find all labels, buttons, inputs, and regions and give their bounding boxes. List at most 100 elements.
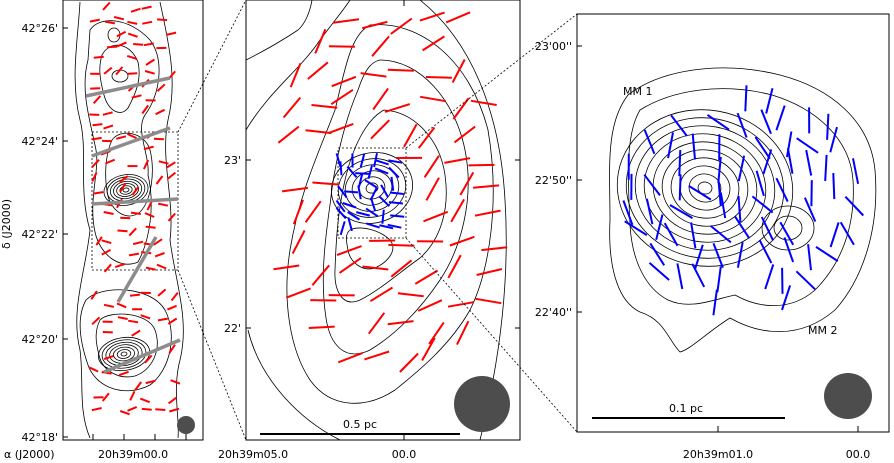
contour bbox=[609, 67, 877, 353]
polarization-vector bbox=[367, 164, 373, 180]
zoom-box-middle bbox=[337, 147, 407, 239]
source-label-mm1: MM 1 bbox=[623, 85, 652, 98]
polarization-vector bbox=[474, 209, 501, 217]
polarization-vector bbox=[128, 252, 140, 257]
polarization-vector bbox=[119, 175, 129, 183]
polarization-vector bbox=[421, 337, 436, 361]
contour bbox=[79, 289, 172, 392]
polarization-vector bbox=[805, 149, 813, 176]
contour bbox=[627, 88, 854, 307]
polarization-vector bbox=[116, 302, 127, 309]
polarization-vector bbox=[378, 195, 391, 207]
contour bbox=[95, 313, 158, 378]
polarization-vector bbox=[116, 41, 127, 48]
contour bbox=[113, 346, 135, 362]
polarization-vector bbox=[117, 316, 128, 320]
polarization-vector bbox=[422, 35, 445, 52]
polarization-vector bbox=[314, 28, 327, 54]
polarization-vector bbox=[91, 316, 101, 326]
contour bbox=[634, 125, 776, 251]
polarization-vector bbox=[667, 132, 674, 159]
polarization-vector bbox=[146, 200, 153, 211]
contour bbox=[120, 351, 128, 357]
contour bbox=[330, 152, 414, 224]
polarization-vector bbox=[128, 227, 137, 237]
polarization-vector bbox=[758, 239, 773, 264]
polarization-vector bbox=[127, 32, 138, 38]
polarization-vector bbox=[717, 180, 722, 207]
polarization-vector bbox=[103, 303, 115, 308]
polarization-vector bbox=[362, 265, 389, 271]
polarization-vector bbox=[688, 185, 712, 201]
polarization-vector bbox=[277, 125, 300, 144]
polarization-vector bbox=[330, 88, 354, 106]
polarization-vector bbox=[481, 246, 508, 252]
polarization-vector bbox=[361, 20, 388, 30]
polarization-vector bbox=[155, 408, 166, 411]
polarization-vector bbox=[764, 264, 775, 290]
polarization-vector bbox=[417, 299, 443, 312]
polarization-vector bbox=[167, 317, 178, 325]
polarization-vector bbox=[93, 55, 104, 59]
polarization-vector bbox=[476, 268, 503, 276]
right-core-contours bbox=[616, 109, 815, 267]
y-tick-label: 42°22' bbox=[21, 228, 58, 241]
polarization-vector bbox=[751, 195, 774, 214]
polarization-vector bbox=[103, 211, 114, 215]
polarization-vector bbox=[120, 216, 131, 220]
polarization-vector bbox=[118, 370, 129, 377]
polarization-vector bbox=[456, 320, 470, 346]
polarization-vector bbox=[307, 61, 329, 80]
polarization-vector bbox=[390, 17, 413, 35]
polarization-vector bbox=[342, 202, 357, 209]
left-panel: 42°26' 42°24' 42°22' 42°20' 42°18' δ (J2… bbox=[0, 0, 204, 461]
contour bbox=[679, 165, 731, 211]
polarization-vector bbox=[390, 259, 413, 278]
polarization-vector bbox=[428, 321, 445, 345]
polarization-vector bbox=[145, 266, 157, 271]
polarization-vector bbox=[102, 111, 113, 116]
polarization-vector bbox=[335, 207, 347, 220]
y-axis-label: δ (J2000) bbox=[0, 199, 13, 249]
polarization-vector bbox=[130, 211, 141, 215]
polarization-vector bbox=[388, 201, 403, 205]
contour bbox=[111, 69, 129, 83]
middle-axis-ticks bbox=[246, 0, 520, 440]
polarization-vector bbox=[304, 200, 322, 223]
x-tick-label: 00.0 bbox=[392, 448, 417, 461]
polarization-vector bbox=[453, 125, 476, 144]
polarization-vector bbox=[384, 103, 411, 113]
polarization-vector bbox=[311, 264, 330, 286]
polarization-vector bbox=[365, 207, 379, 218]
polarization-vector bbox=[157, 288, 167, 297]
polarization-vector bbox=[775, 177, 789, 203]
polarization-vector bbox=[475, 297, 502, 305]
polarization-vector bbox=[168, 344, 176, 354]
contour bbox=[652, 141, 758, 235]
polarization-vector bbox=[169, 407, 180, 413]
polarization-vector bbox=[156, 83, 166, 92]
polarization-vector bbox=[103, 124, 114, 130]
polarization-vector bbox=[101, 239, 112, 245]
contour bbox=[122, 187, 130, 193]
polarization-vector bbox=[676, 263, 684, 290]
polarization-vector bbox=[338, 257, 362, 274]
polarization-vector bbox=[622, 200, 634, 226]
contour bbox=[159, 1, 184, 439]
gray-vector bbox=[91, 126, 171, 158]
polarization-vector bbox=[624, 220, 648, 236]
polarization-vector bbox=[447, 254, 462, 279]
polarization-vector bbox=[357, 185, 362, 200]
polarization-vector bbox=[473, 184, 500, 189]
contour bbox=[116, 183, 136, 197]
polarization-vector bbox=[710, 225, 732, 244]
y-tick-label: 42°24' bbox=[21, 135, 58, 148]
polarization-vector bbox=[346, 166, 358, 178]
polarization-vector bbox=[339, 221, 346, 236]
polarization-vector bbox=[103, 66, 113, 75]
polarization-vector bbox=[92, 123, 103, 127]
polarization-vector bbox=[144, 354, 153, 364]
polarization-vector bbox=[155, 108, 166, 116]
polarization-vector bbox=[167, 304, 177, 311]
polarization-vector bbox=[734, 216, 751, 239]
